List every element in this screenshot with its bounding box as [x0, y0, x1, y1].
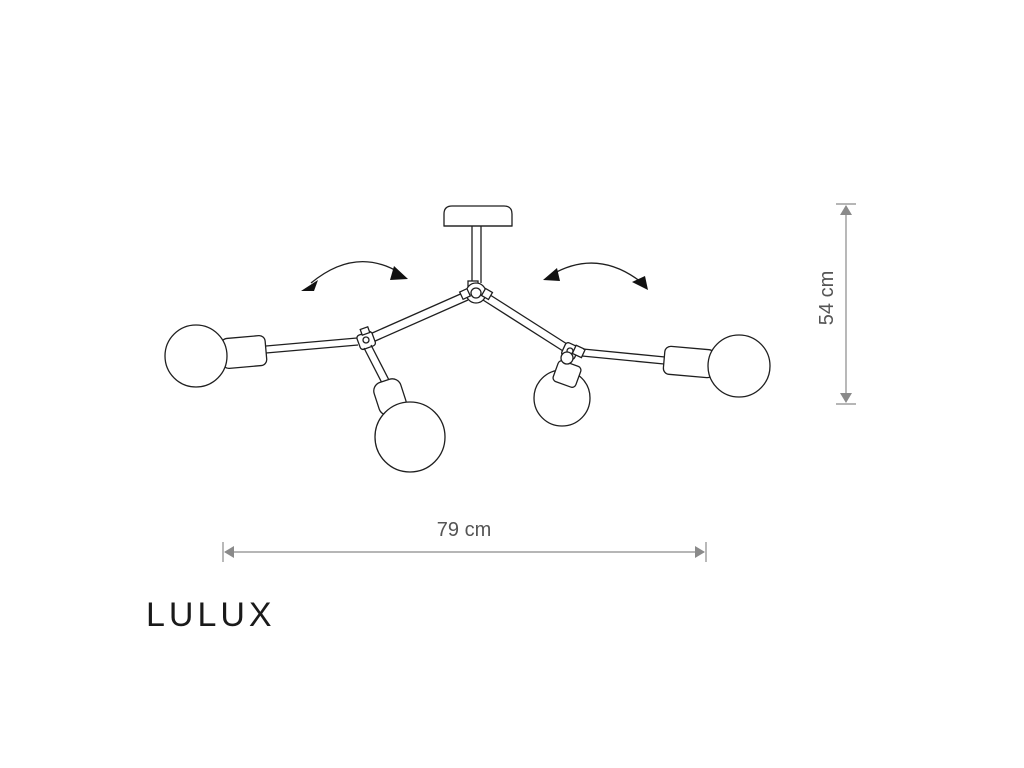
bulb-far-left — [164, 324, 268, 388]
left-down-arm — [363, 344, 391, 386]
rotation-arrow-right — [543, 262, 648, 290]
ceiling-canopy — [443, 205, 513, 227]
width-label: 79 cm — [437, 519, 491, 541]
height-label: 54 cm — [816, 271, 838, 325]
width-dimension: 79 cm — [222, 519, 707, 562]
left-main-arm — [369, 291, 469, 343]
right-outer-arm — [581, 348, 666, 365]
bulb-far-right — [662, 334, 771, 398]
product-title: LULUX — [146, 596, 276, 634]
rotation-arrow-left — [301, 261, 408, 291]
height-dimension: 54 cm — [816, 203, 856, 405]
downrod — [471, 226, 482, 283]
left-joint — [356, 325, 377, 351]
right-main-arm — [482, 292, 568, 352]
bulb-lower-right — [533, 351, 591, 427]
bulb-lower-left — [373, 378, 446, 473]
central-hub — [458, 280, 494, 304]
left-outer-arm — [265, 337, 359, 354]
